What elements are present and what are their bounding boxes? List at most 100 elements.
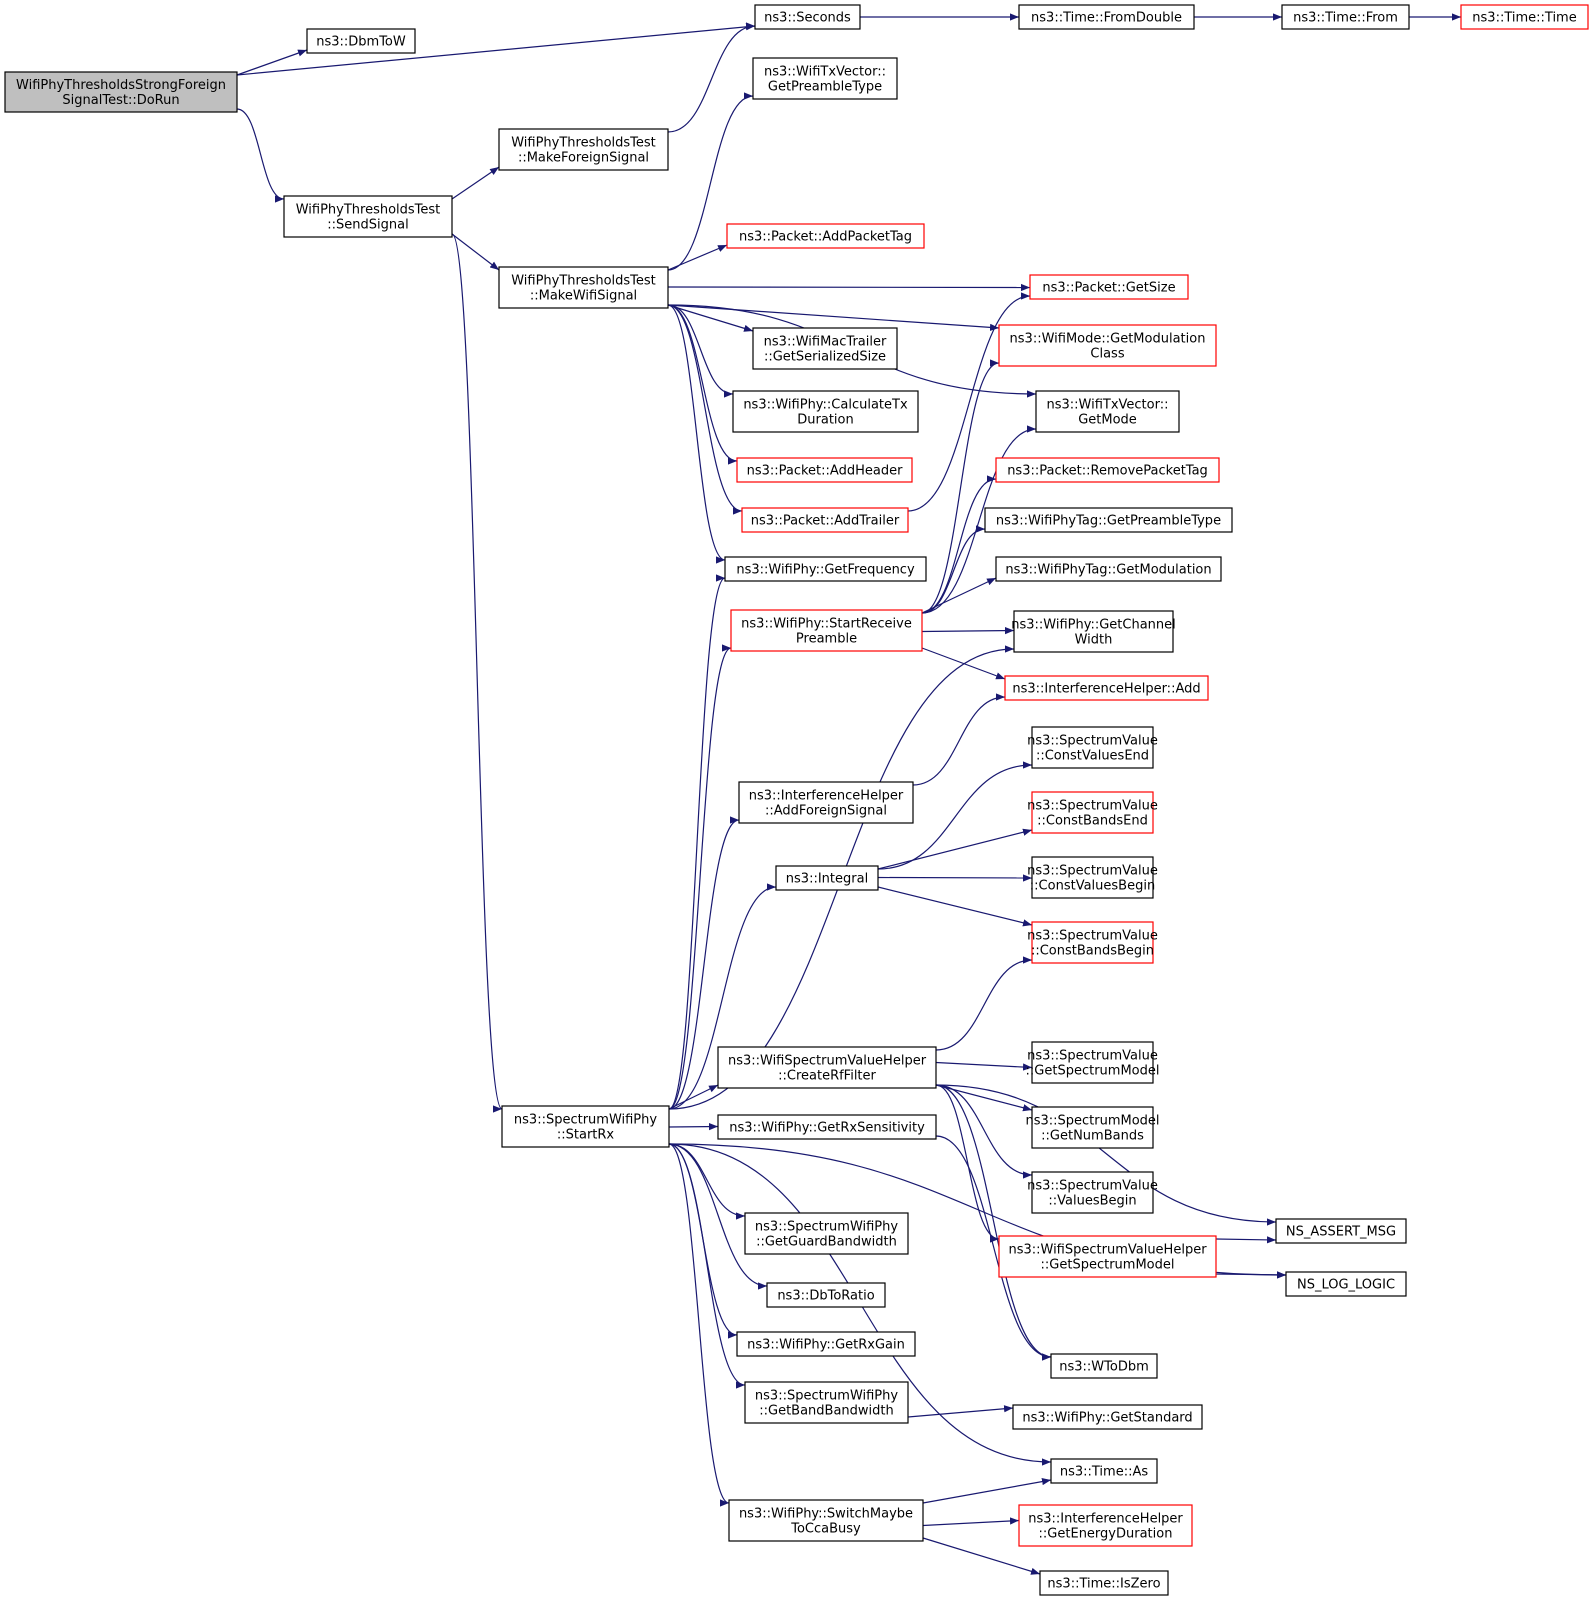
node-dbmtow[interactable]: ns3::DbmToW: [306, 28, 416, 54]
node-valuesbegin[interactable]: ns3::SpectrumValue::ValuesBegin: [1027, 1171, 1158, 1214]
node-box[interactable]: [752, 327, 898, 370]
node-getnumbands[interactable]: ns3::SpectrumModel::GetNumBands: [1025, 1106, 1160, 1149]
node-box[interactable]: [1029, 274, 1189, 300]
node-getrxgain[interactable]: ns3::WifiPhy::GetRxGain: [736, 1331, 916, 1357]
node-box[interactable]: [1050, 1353, 1158, 1379]
node-box[interactable]: [724, 556, 927, 582]
node-timetime[interactable]: ns3::Time::Time: [1460, 4, 1589, 30]
node-box[interactable]: [1275, 1218, 1407, 1244]
node-box[interactable]: [1031, 1106, 1154, 1149]
node-getfrequency[interactable]: ns3::WifiPhy::GetFrequency: [724, 556, 927, 582]
node-box[interactable]: [717, 1114, 937, 1140]
node-box[interactable]: [283, 195, 453, 238]
node-box[interactable]: [498, 266, 669, 309]
node-box[interactable]: [736, 457, 913, 483]
node-box[interactable]: [717, 1046, 937, 1089]
node-tagpreamble[interactable]: ns3::WifiPhyTag::GetPreambleType: [984, 507, 1233, 533]
node-box[interactable]: [736, 1331, 916, 1357]
node-getpreambletype[interactable]: ns3::WifiTxVector::GetPreambleType: [752, 57, 898, 100]
node-box[interactable]: [998, 1235, 1217, 1278]
node-box[interactable]: [752, 57, 898, 100]
node-getstandard[interactable]: ns3::WifiPhy::GetStandard: [1012, 1404, 1203, 1430]
node-createrf[interactable]: ns3::WifiSpectrumValueHelper::CreateRfFi…: [717, 1046, 937, 1089]
node-timeas[interactable]: ns3::Time::As: [1050, 1458, 1158, 1484]
node-box[interactable]: [728, 1499, 924, 1542]
node-box[interactable]: [1018, 4, 1195, 30]
node-box[interactable]: [730, 609, 923, 652]
node-box[interactable]: [1039, 1570, 1169, 1596]
node-box[interactable]: [1031, 1171, 1154, 1214]
node-addforeign[interactable]: ns3::InterferenceHelper::AddForeignSigna…: [738, 781, 914, 824]
node-box[interactable]: [1050, 1458, 1158, 1484]
node-getrxsens[interactable]: ns3::WifiPhy::GetRxSensitivity: [717, 1114, 937, 1140]
node-box[interactable]: [1004, 675, 1209, 701]
node-box[interactable]: [998, 324, 1217, 367]
node-box[interactable]: [1035, 390, 1180, 433]
node-box[interactable]: [1031, 921, 1154, 964]
node-loglogic[interactable]: NS_LOG_LOGIC: [1285, 1271, 1407, 1297]
node-integral[interactable]: ns3::Integral: [775, 865, 879, 891]
node-box[interactable]: [984, 507, 1233, 533]
node-timefrom[interactable]: ns3::Time::From: [1281, 4, 1410, 30]
node-box[interactable]: [754, 4, 861, 30]
node-bandbw[interactable]: ns3::SpectrumWifiPhy::GetBandBandwidth: [744, 1381, 909, 1424]
node-constvaluesend[interactable]: ns3::SpectrumValue::ConstValuesEnd: [1027, 726, 1158, 769]
node-box[interactable]: [1460, 4, 1589, 30]
node-box[interactable]: [1018, 1504, 1193, 1547]
node-box[interactable]: [995, 556, 1222, 582]
node-box[interactable]: [1281, 4, 1410, 30]
node-makeforeign[interactable]: WifiPhyThresholdsTest::MakeForeignSignal: [498, 128, 669, 171]
node-tagmodulation[interactable]: ns3::WifiPhyTag::GetModulation: [995, 556, 1222, 582]
node-dorun[interactable]: WifiPhyThresholdsStrongForeignSignalTest…: [4, 71, 238, 113]
node-box[interactable]: [744, 1212, 909, 1255]
node-box[interactable]: [726, 223, 925, 249]
node-macsersize[interactable]: ns3::WifiMacTrailer::GetSerializedSize: [752, 327, 898, 370]
node-seconds[interactable]: ns3::Seconds: [754, 4, 861, 30]
node-constvaluesbegin[interactable]: ns3::SpectrumValue::ConstValuesBegin: [1027, 856, 1158, 899]
node-guardbw[interactable]: ns3::SpectrumWifiPhy::GetGuardBandwidth: [744, 1212, 909, 1255]
node-box[interactable]: [995, 457, 1220, 483]
node-box[interactable]: [775, 865, 879, 891]
node-box[interactable]: [1013, 610, 1174, 653]
node-wtodbm[interactable]: ns3::WToDbm: [1050, 1353, 1158, 1379]
node-constbandsend[interactable]: ns3::SpectrumValue::ConstBandsEnd: [1027, 791, 1158, 834]
node-assertmsg[interactable]: NS_ASSERT_MSG: [1275, 1218, 1407, 1244]
node-box[interactable]: [1031, 726, 1154, 769]
node-getspectrummodel[interactable]: ns3::SpectrumValue::GetSpectrumModel: [1026, 1041, 1160, 1084]
node-box[interactable]: [1031, 1041, 1154, 1084]
node-box[interactable]: [766, 1282, 886, 1308]
node-getsize[interactable]: ns3::Packet::GetSize: [1029, 274, 1189, 300]
node-box[interactable]: [498, 128, 669, 171]
node-ihadd[interactable]: ns3::InterferenceHelper::Add: [1004, 675, 1209, 701]
node-makewifi[interactable]: WifiPhyThresholdsTest::MakeWifiSignal: [498, 266, 669, 309]
node-box[interactable]: [1285, 1271, 1407, 1297]
node-addheader[interactable]: ns3::Packet::AddHeader: [736, 457, 913, 483]
node-addtrailer[interactable]: ns3::Packet::AddTrailer: [741, 507, 909, 533]
node-box[interactable]: [306, 28, 416, 54]
node-helpermodel[interactable]: ns3::WifiSpectrumValueHelper::GetSpectru…: [998, 1235, 1217, 1278]
node-box[interactable]: [501, 1105, 670, 1148]
node-box[interactable]: [744, 1381, 909, 1424]
node-box[interactable]: [1012, 1404, 1203, 1430]
node-fromdouble[interactable]: ns3::Time::FromDouble: [1018, 4, 1195, 30]
node-box[interactable]: [741, 507, 909, 533]
node-energyduration[interactable]: ns3::InterferenceHelper::GetEnergyDurati…: [1018, 1504, 1193, 1547]
node-box[interactable]: [4, 71, 238, 113]
node-addpackettag[interactable]: ns3::Packet::AddPacketTag: [726, 223, 925, 249]
node-box[interactable]: [1031, 856, 1154, 899]
node-box[interactable]: [732, 390, 919, 433]
node-box[interactable]: [738, 781, 914, 824]
node-dbtoratio[interactable]: ns3::DbToRatio: [766, 1282, 886, 1308]
node-box[interactable]: [1031, 791, 1154, 834]
node-startrx[interactable]: ns3::SpectrumWifiPhy::StartRx: [501, 1105, 670, 1148]
node-removepackettag[interactable]: ns3::Packet::RemovePacketTag: [995, 457, 1220, 483]
node-constbandsbegin[interactable]: ns3::SpectrumValue::ConstBandsBegin: [1027, 921, 1158, 964]
node-getmode[interactable]: ns3::WifiTxVector::GetMode: [1035, 390, 1180, 433]
node-iszero[interactable]: ns3::Time::IsZero: [1039, 1570, 1169, 1596]
node-sendsignal[interactable]: WifiPhyThresholdsTest::SendSignal: [283, 195, 453, 238]
